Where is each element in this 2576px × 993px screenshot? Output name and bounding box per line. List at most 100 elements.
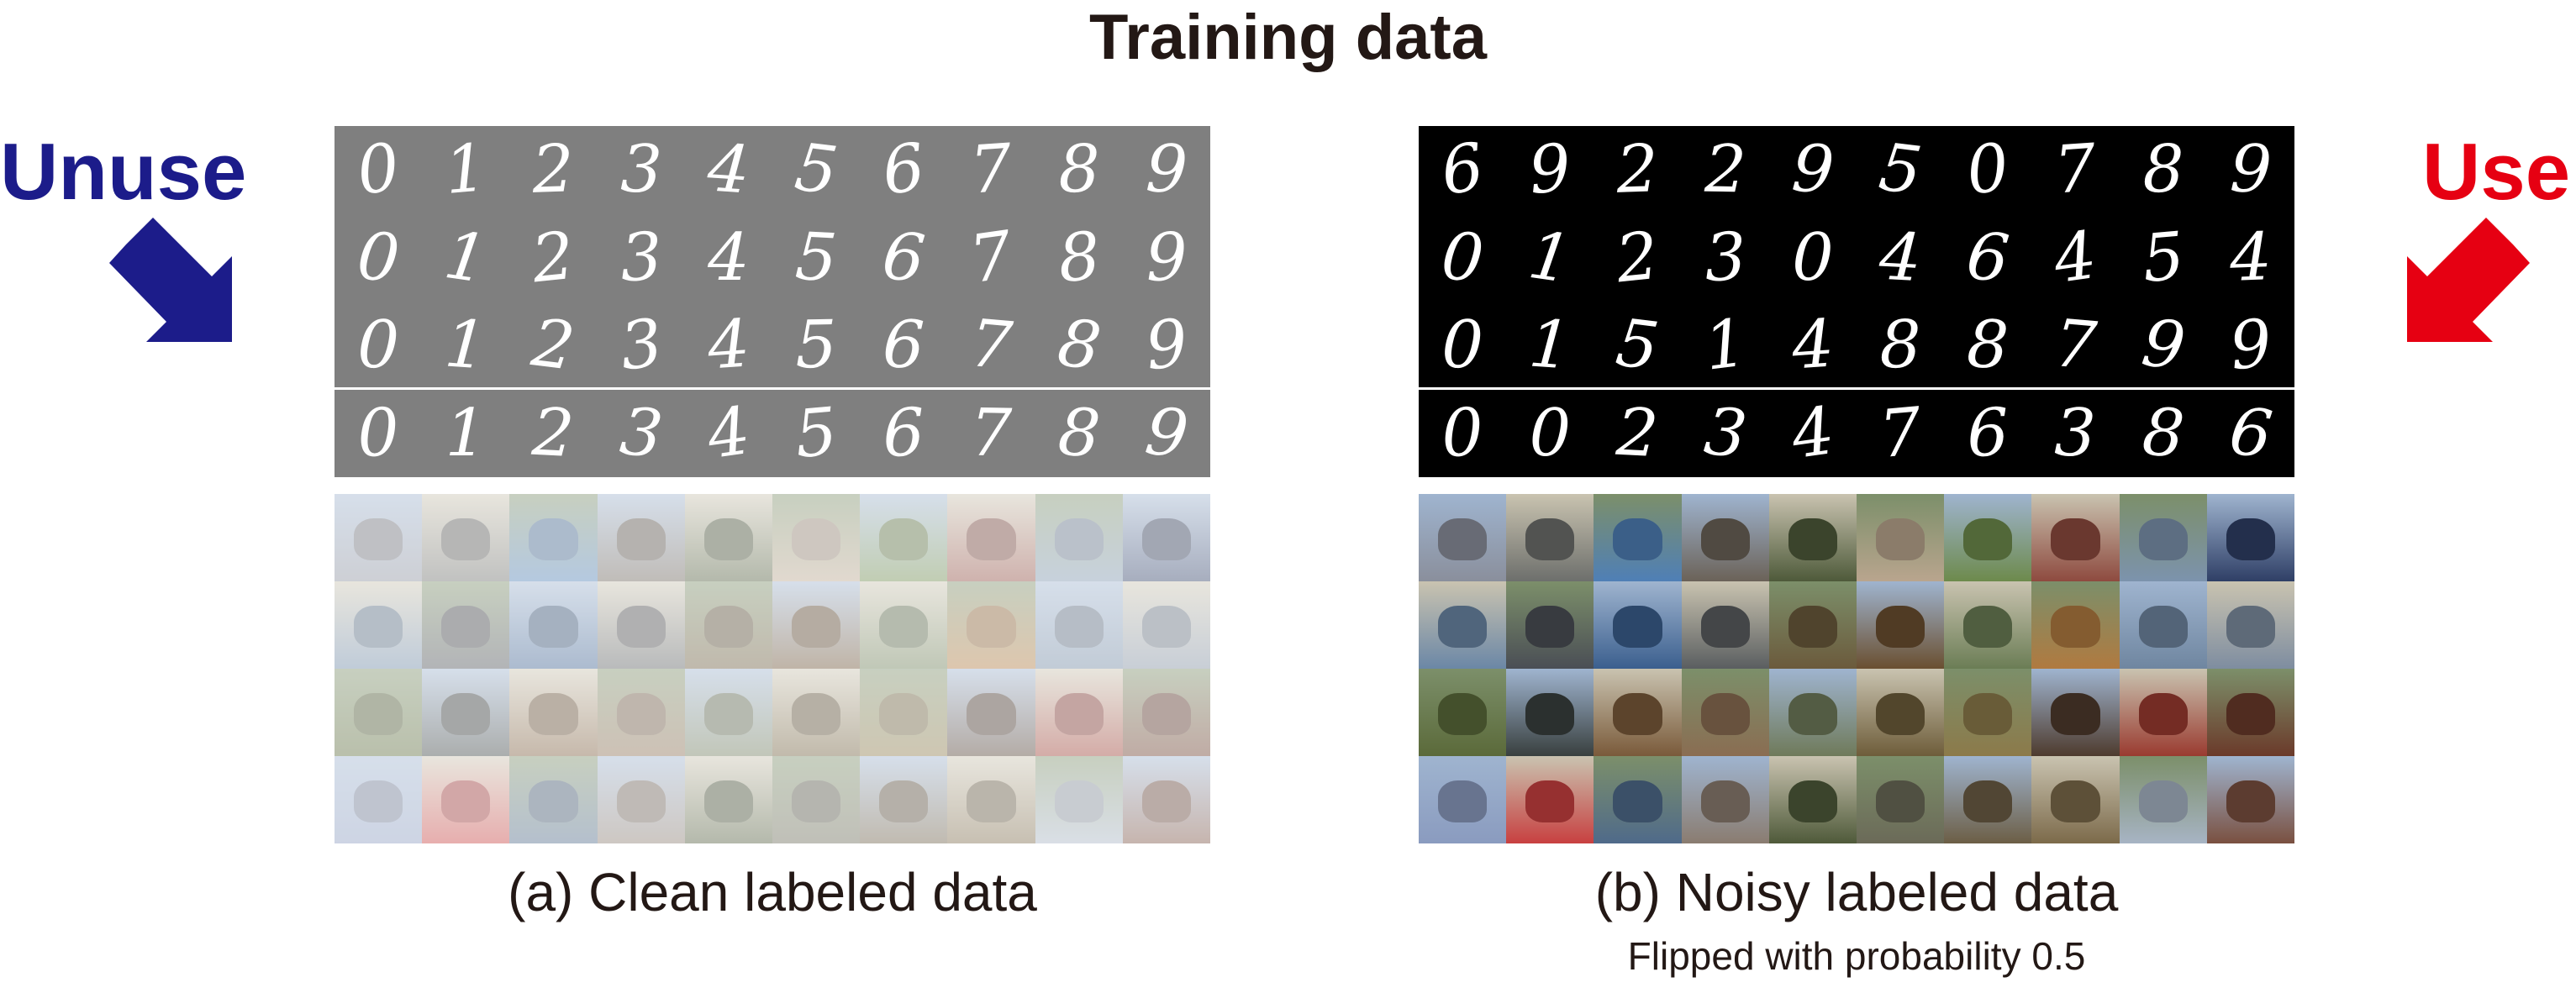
image-tile (947, 669, 1035, 756)
mnist-digit: 1 (442, 306, 490, 385)
image-tile (1419, 494, 1507, 581)
image-tile (1035, 756, 1123, 843)
image-tile (509, 494, 598, 581)
mnist-digit: 1 (1524, 217, 1577, 298)
image-object (2138, 518, 2188, 561)
image-tile (772, 756, 861, 843)
mnist-digit: 7 (969, 395, 1014, 472)
mnist-digit: 6 (881, 394, 926, 472)
image-tile (2031, 669, 2120, 756)
image-object (791, 518, 841, 561)
image-tile (772, 581, 861, 669)
image-tile (1594, 581, 1682, 669)
image-tile (2031, 756, 2120, 843)
image-tile (597, 669, 685, 756)
image-tile (1122, 581, 1210, 669)
image-object (2051, 780, 2100, 823)
mnist-digit: 2 (1615, 131, 1660, 209)
image-tile (422, 669, 510, 756)
image-tile (1035, 494, 1123, 581)
mnist-digit: 4 (708, 219, 750, 296)
mnist-digit: 3 (616, 393, 666, 474)
image-object (1963, 780, 2013, 823)
clean-caption: (a) Clean labeled data (508, 862, 1037, 922)
noisy-subcaption: Flipped with probability 0.5 (1627, 934, 2086, 978)
mnist-digit: 2 (1613, 218, 1662, 298)
image-object (1613, 693, 1662, 736)
image-object (1141, 518, 1192, 561)
image-tile (1594, 494, 1682, 581)
image-object (1613, 780, 1662, 823)
image-object (1875, 606, 1925, 649)
mnist-digit: 7 (1876, 393, 1925, 473)
image-object (353, 693, 403, 736)
image-object (879, 780, 929, 823)
image-tile (1594, 669, 1682, 756)
mnist-digit: 6 (878, 129, 930, 210)
use-arrow-icon (2407, 218, 2530, 342)
image-object (1437, 780, 1488, 823)
image-tile (1768, 494, 1857, 581)
image-object (1700, 518, 1750, 561)
noisy-cifar-grid (1419, 494, 2294, 843)
clean-cifar-grid (335, 494, 1210, 843)
mnist-digit: 6 (1436, 129, 1488, 211)
image-object (1963, 518, 2013, 561)
image-tile (1506, 669, 1594, 756)
mnist-digit: 3 (1700, 393, 1751, 474)
mnist-digit: 4 (1877, 218, 1924, 297)
image-tile (2206, 756, 2294, 843)
image-tile (1681, 494, 1769, 581)
image-tile (1944, 756, 2032, 843)
image-tile (1944, 581, 2032, 669)
mnist-digit: 3 (619, 131, 663, 208)
image-tile (1856, 669, 1945, 756)
image-object (1700, 606, 1750, 649)
image-tile (947, 756, 1035, 843)
image-object (703, 518, 754, 561)
image-tile (1768, 581, 1857, 669)
mnist-digit: 0 (1792, 219, 1834, 296)
image-object (1613, 606, 1662, 649)
image-tile (1035, 669, 1123, 756)
image-tile (1419, 581, 1507, 669)
mnist-divider (1419, 387, 2294, 390)
mnist-digit: 8 (1055, 218, 1104, 297)
image-tile (509, 756, 598, 843)
image-object (1875, 693, 1925, 736)
mnist-digit: 9 (1144, 218, 1189, 297)
image-object (791, 606, 841, 649)
mnist-digit: 4 (2228, 218, 2273, 297)
figure-title: Training data (1089, 2, 1487, 73)
mnist-digit: 0 (352, 129, 404, 211)
mnist-digit: 0 (1438, 218, 1487, 297)
image-object (879, 518, 929, 561)
image-object (1788, 780, 1838, 823)
image-object (967, 518, 1016, 561)
image-object (616, 606, 666, 649)
image-object (1054, 780, 1104, 823)
mnist-digit: 7 (967, 130, 1015, 209)
image-object (703, 693, 754, 736)
image-tile (2119, 581, 2207, 669)
image-object (703, 606, 754, 649)
image-tile (1035, 581, 1123, 669)
image-tile (2206, 494, 2294, 581)
image-tile (597, 581, 685, 669)
image-tile (1122, 669, 1210, 756)
image-tile (947, 494, 1035, 581)
image-object (1963, 606, 2013, 649)
mnist-digit: 8 (1878, 307, 1922, 384)
image-tile (2031, 581, 2120, 669)
mnist-digit: 1 (441, 130, 490, 210)
mnist-digit: 0 (354, 218, 403, 297)
mnist-digit: 0 (356, 307, 400, 384)
mnist-digit: 8 (1057, 131, 1101, 208)
image-object (353, 518, 403, 561)
image-object (441, 780, 491, 823)
image-object (1788, 518, 1838, 561)
mnist-digit: 6 (2225, 393, 2277, 474)
image-object (1525, 606, 1575, 649)
mnist-digit: 1 (445, 395, 487, 471)
image-tile (2031, 494, 2120, 581)
